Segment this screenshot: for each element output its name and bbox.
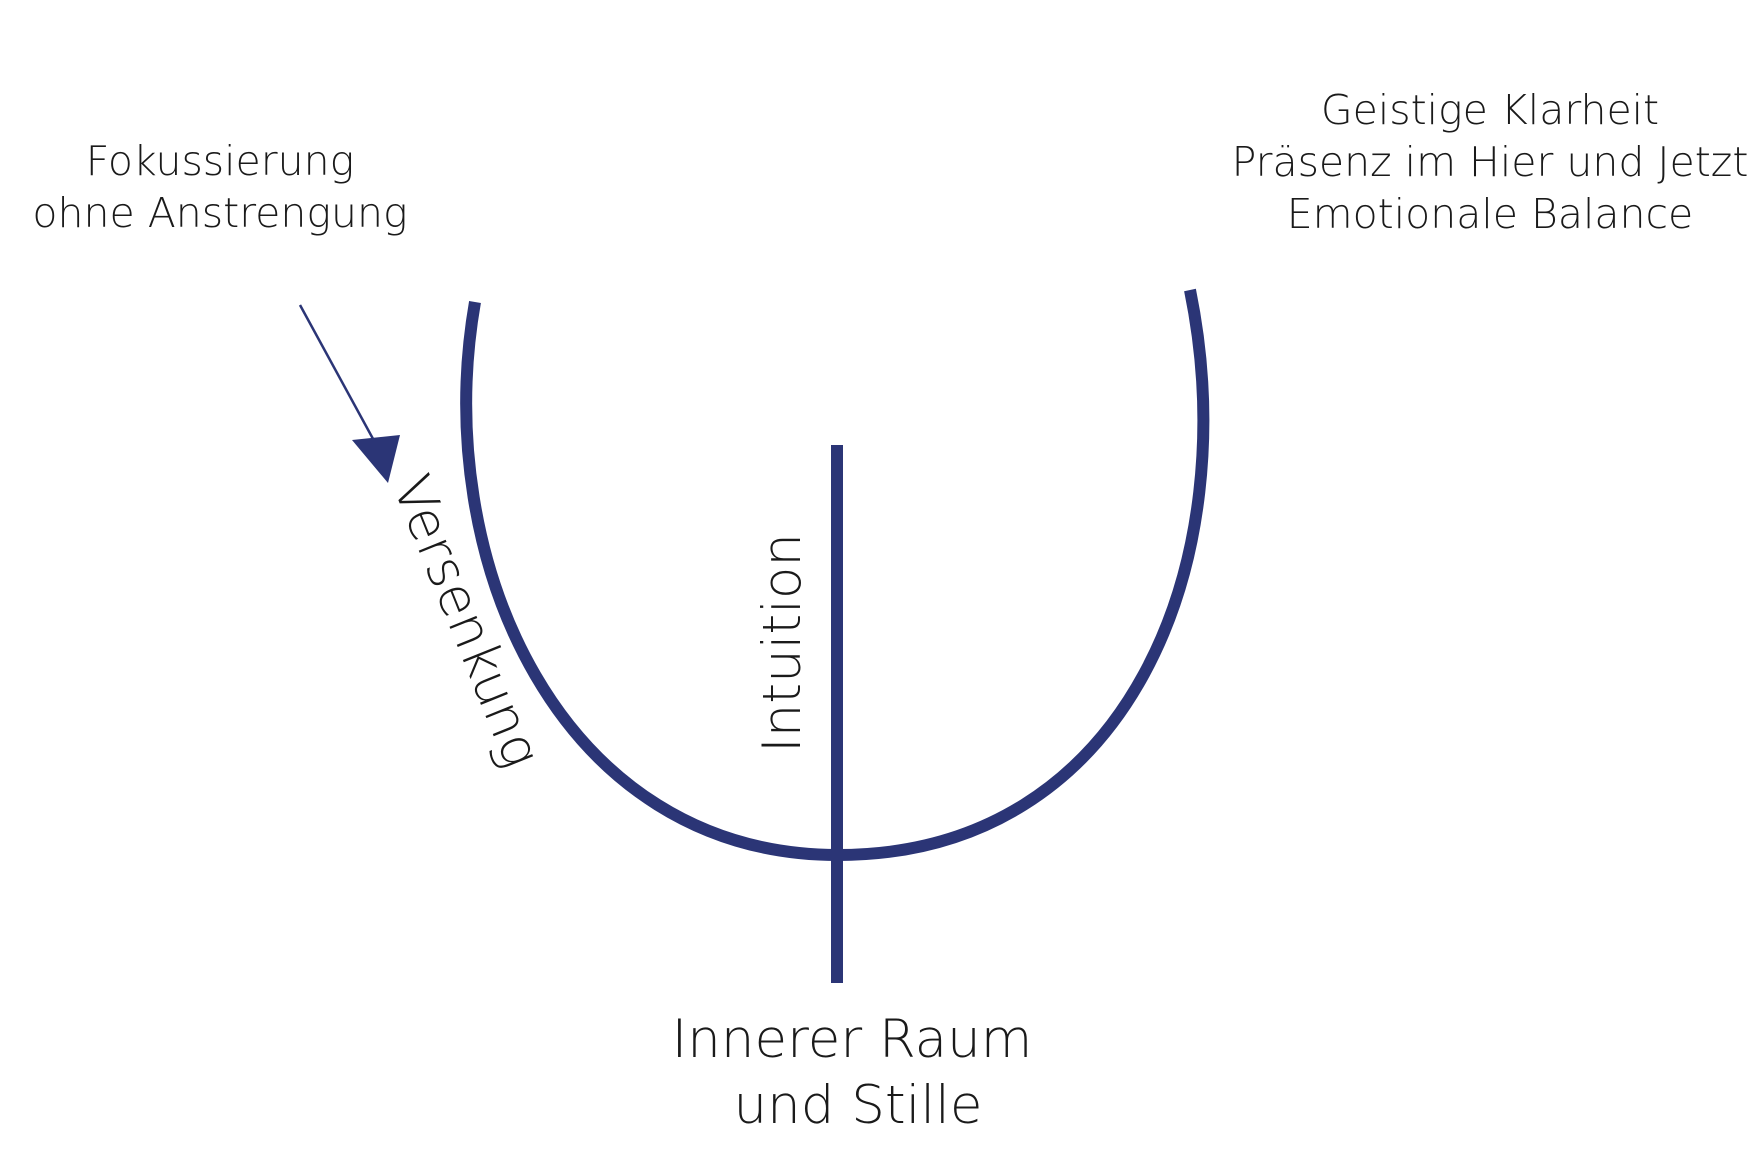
outcome-label-line1: Geistige Klarheit [1321, 86, 1659, 134]
bottom-label-line1: Innerer Raum [672, 1009, 1033, 1070]
descent-label: Versenkung [380, 467, 552, 776]
outcome-label-line3: Emotionale Balance [1287, 190, 1693, 238]
bottom-label-line2: und Stille [734, 1075, 983, 1136]
outcome-label-line2: Präsenz im Hier und Jetzt [1232, 138, 1749, 186]
descent-arrow-head [352, 435, 400, 483]
focus-label-line1: Fokussierung [86, 137, 354, 185]
intuition-label: Intuition [752, 533, 813, 753]
focus-label-line2: ohne Anstrengung [32, 189, 407, 237]
descent-arrow-shaft [298, 304, 380, 449]
